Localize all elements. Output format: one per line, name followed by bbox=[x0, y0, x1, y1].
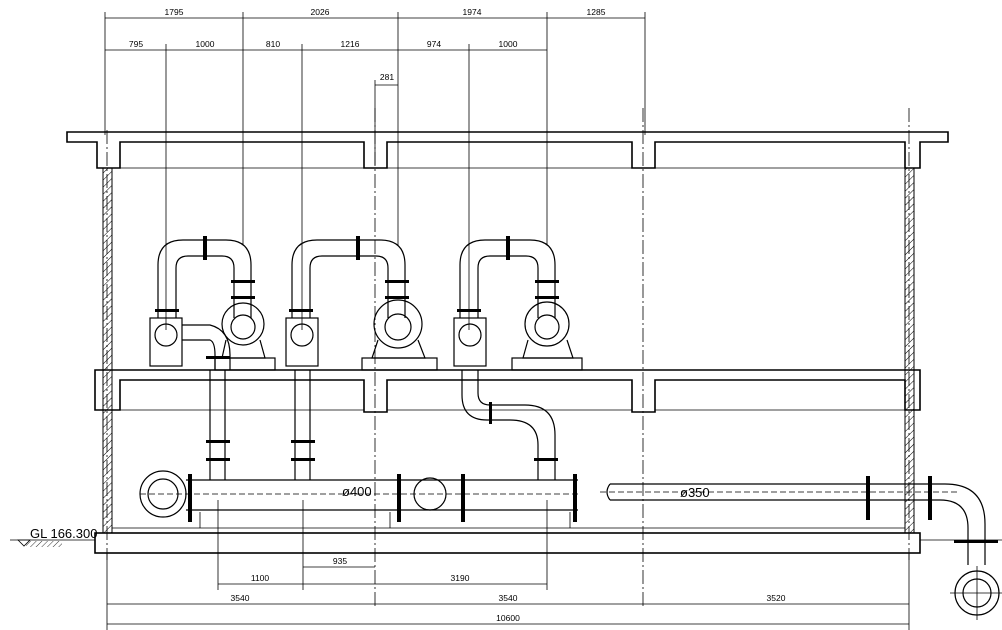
dim-281: 281 bbox=[380, 72, 394, 82]
ground-level-label: GL 166.300 bbox=[30, 526, 97, 541]
pump-unit-3 bbox=[453, 236, 583, 371]
base-slab bbox=[94, 527, 921, 554]
discharge-pipe-350: ø350 bbox=[600, 476, 1002, 620]
dim-974: 974 bbox=[427, 39, 441, 49]
dim-2026: 2026 bbox=[311, 7, 330, 17]
dim-1795: 1795 bbox=[165, 7, 184, 17]
dim-1285: 1285 bbox=[587, 7, 606, 17]
top-dimension-chain-1: 1795 2026 1974 1285 bbox=[104, 7, 646, 245]
ground-level-marker: GL 166.300 bbox=[10, 526, 1002, 547]
bottom-dimension-chain-1: 1100 935 3190 bbox=[217, 500, 548, 590]
suction-pipes bbox=[206, 370, 558, 480]
dim-1216: 1216 bbox=[341, 39, 360, 49]
dim-1000-b: 1000 bbox=[499, 39, 518, 49]
header-pipe-400: ø400 bbox=[139, 470, 580, 528]
dim-935: 935 bbox=[333, 556, 347, 566]
right-wall bbox=[904, 167, 915, 534]
dim-795: 795 bbox=[129, 39, 143, 49]
total-dimension: 10600 bbox=[107, 613, 909, 625]
top-dimension-chain-2: 795 1000 810 1216 974 1000 bbox=[105, 39, 547, 330]
dim-10600: 10600 bbox=[496, 613, 520, 623]
dim-3520: 3520 bbox=[767, 593, 786, 603]
dim-1100: 1100 bbox=[251, 573, 270, 583]
bottom-dimension-chain-2: 3540 3540 3520 bbox=[106, 553, 910, 630]
dim-1974: 1974 bbox=[463, 7, 482, 17]
dim-3540-a: 3540 bbox=[231, 593, 250, 603]
pipe-400-label: ø400 bbox=[342, 484, 372, 499]
roof-slab bbox=[66, 131, 949, 169]
pipe-350-label: ø350 bbox=[680, 485, 710, 500]
dim-3190: 3190 bbox=[451, 573, 470, 583]
dim-1000-a: 1000 bbox=[196, 39, 215, 49]
dim-3540-b: 3540 bbox=[499, 593, 518, 603]
dim-810: 810 bbox=[266, 39, 280, 49]
left-wall bbox=[102, 167, 113, 534]
pump-unit-2 bbox=[285, 236, 438, 371]
pump-unit-1 bbox=[149, 236, 276, 371]
offset-dimension: 281 bbox=[374, 72, 398, 165]
intermediate-floor-slab bbox=[94, 369, 921, 413]
